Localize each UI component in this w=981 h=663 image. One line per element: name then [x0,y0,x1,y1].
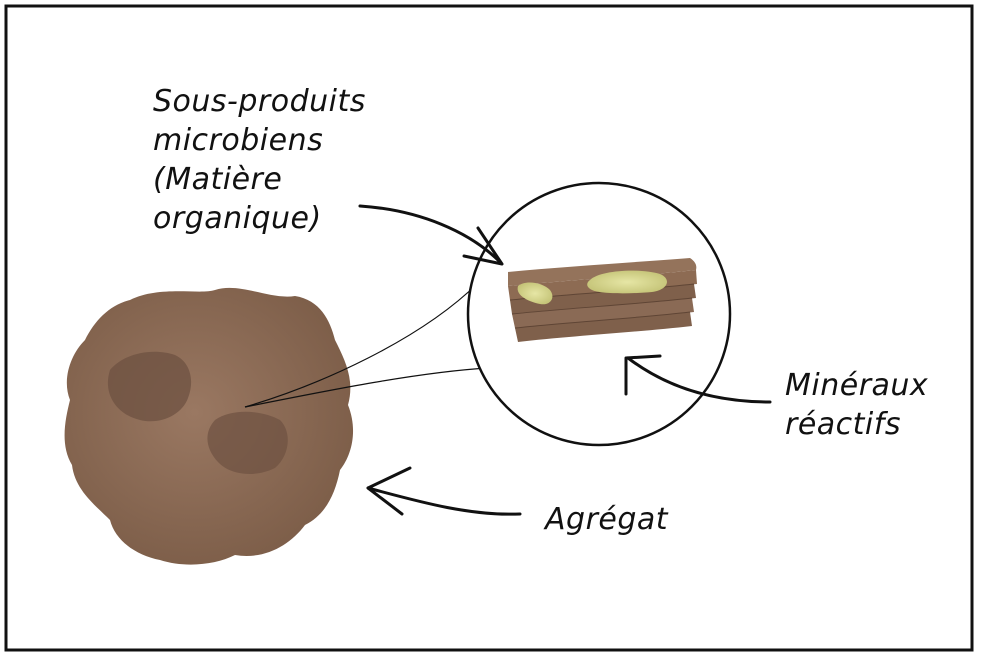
label-minerals-line-2: réactifs [785,405,928,444]
label-microbial-line-3: (Matière [153,160,366,199]
label-aggregate-text: Agrégat [545,500,668,539]
label-aggregate: Agrégat [545,500,668,539]
label-minerals-line-1: Minéraux [785,366,928,405]
label-microbial-byproducts: Sous-produits microbiens (Matière organi… [153,82,366,238]
label-microbial-line-1: Sous-produits [153,82,366,121]
label-microbial-line-2: microbiens [153,121,366,160]
label-reactive-minerals: Minéraux réactifs [785,366,928,444]
label-microbial-line-4: organique) [153,199,366,238]
